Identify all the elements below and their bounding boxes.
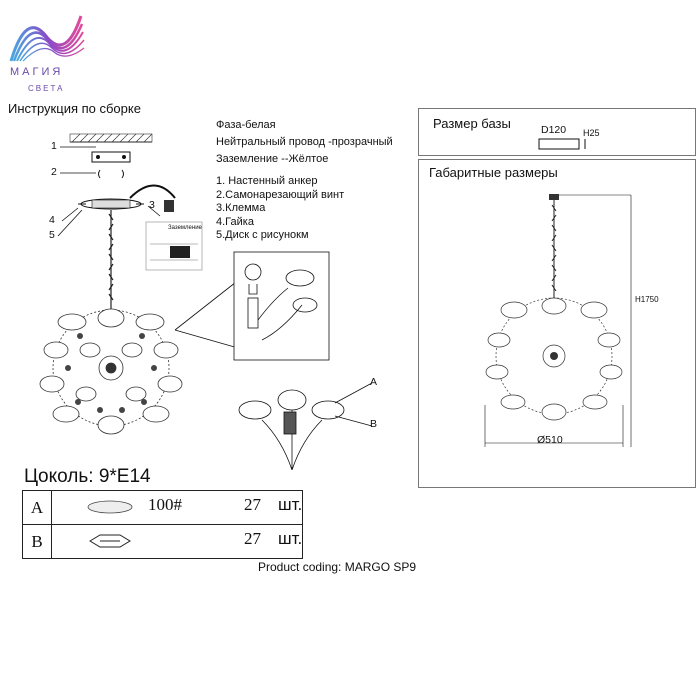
mounting-bar-icon (91, 151, 131, 179)
product-coding: Product coding: MARGO SP9 (258, 560, 417, 574)
part-letter-cell: A (22, 490, 52, 525)
page-title: Инструкция по сборке (8, 101, 141, 116)
chandelier-body-icon (39, 308, 183, 435)
callout-4: 4 (49, 214, 55, 226)
part-letter-a: A (370, 376, 378, 388)
terminal-block-icon (164, 200, 174, 212)
parts-legend: 1. Настенный анкер 2.Самонарезающий винт… (216, 175, 344, 243)
base-size-title: Размер базы (433, 116, 511, 131)
base-outline-icon (538, 138, 586, 150)
detail-inset (233, 251, 330, 361)
terminal-label: Заземление (168, 225, 202, 231)
logo-waves-icon (9, 15, 85, 62)
callout-1: 1 (51, 140, 57, 152)
assembly-drawing (39, 133, 373, 470)
wiring-notes: Фаза-белая Нейтральный провод -прозрачны… (216, 118, 393, 167)
part-code: 100# (148, 495, 182, 514)
callout-2: 2 (51, 166, 57, 178)
table-row: A 100# 27 шт. (22, 490, 303, 525)
socket-label: Цоколь: 9*E14 (24, 466, 151, 487)
bulb-socket-icon (244, 263, 318, 341)
legend-item: 2.Самонарезающий винт (216, 188, 345, 201)
brand-logo: МАГИЯ СВЕТА (6, 6, 86, 96)
logo-sub: СВЕТА (28, 84, 65, 93)
legend-item: 4.Гайка (216, 215, 254, 228)
legend-item: 3.Клемма (216, 202, 266, 214)
holder-part-icon (89, 534, 131, 548)
table-row: B 27 шт. (22, 524, 303, 559)
terminal-inset (145, 221, 203, 271)
ceiling-hatch-icon (69, 133, 153, 143)
dimension-drawing (484, 194, 632, 447)
shade-part-icon (87, 500, 133, 514)
callout-5: 5 (49, 229, 55, 241)
part-qty: 27 (244, 529, 261, 548)
parts-table: A 100# 27 шт. B 27 шт. (22, 490, 303, 559)
part-unit: шт. (278, 495, 303, 514)
dimensions-panel: Габаритные размеры H1750 Ø510 (418, 159, 696, 488)
legend-item: 5.Диск с рисунокм (216, 229, 309, 241)
callout-3: 3 (149, 199, 155, 211)
canopy-plate-icon (78, 198, 144, 210)
logo-word: МАГИЯ (10, 66, 64, 78)
arm-detail-icon (238, 389, 345, 470)
base-size-panel: Размер базы D120 H25 (418, 108, 696, 156)
base-diameter: D120 (541, 124, 567, 136)
overall-height: H1750 (635, 295, 659, 304)
chain-icon (108, 210, 114, 310)
part-letter-b: B (370, 418, 378, 430)
base-height: H25 (583, 128, 600, 138)
note-ground: Заземление --Жёлтое (216, 153, 329, 165)
part-letter-cell: B (22, 524, 52, 559)
part-unit: шт. (278, 529, 303, 548)
legend-item: 1. Настенный анкер (216, 175, 318, 187)
note-phase: Фаза-белая (216, 119, 276, 131)
note-neutral: Нейтральный провод -прозрачный (216, 136, 393, 148)
dimensions-title: Габаритные размеры (429, 165, 558, 180)
part-qty: 27 (244, 495, 261, 514)
